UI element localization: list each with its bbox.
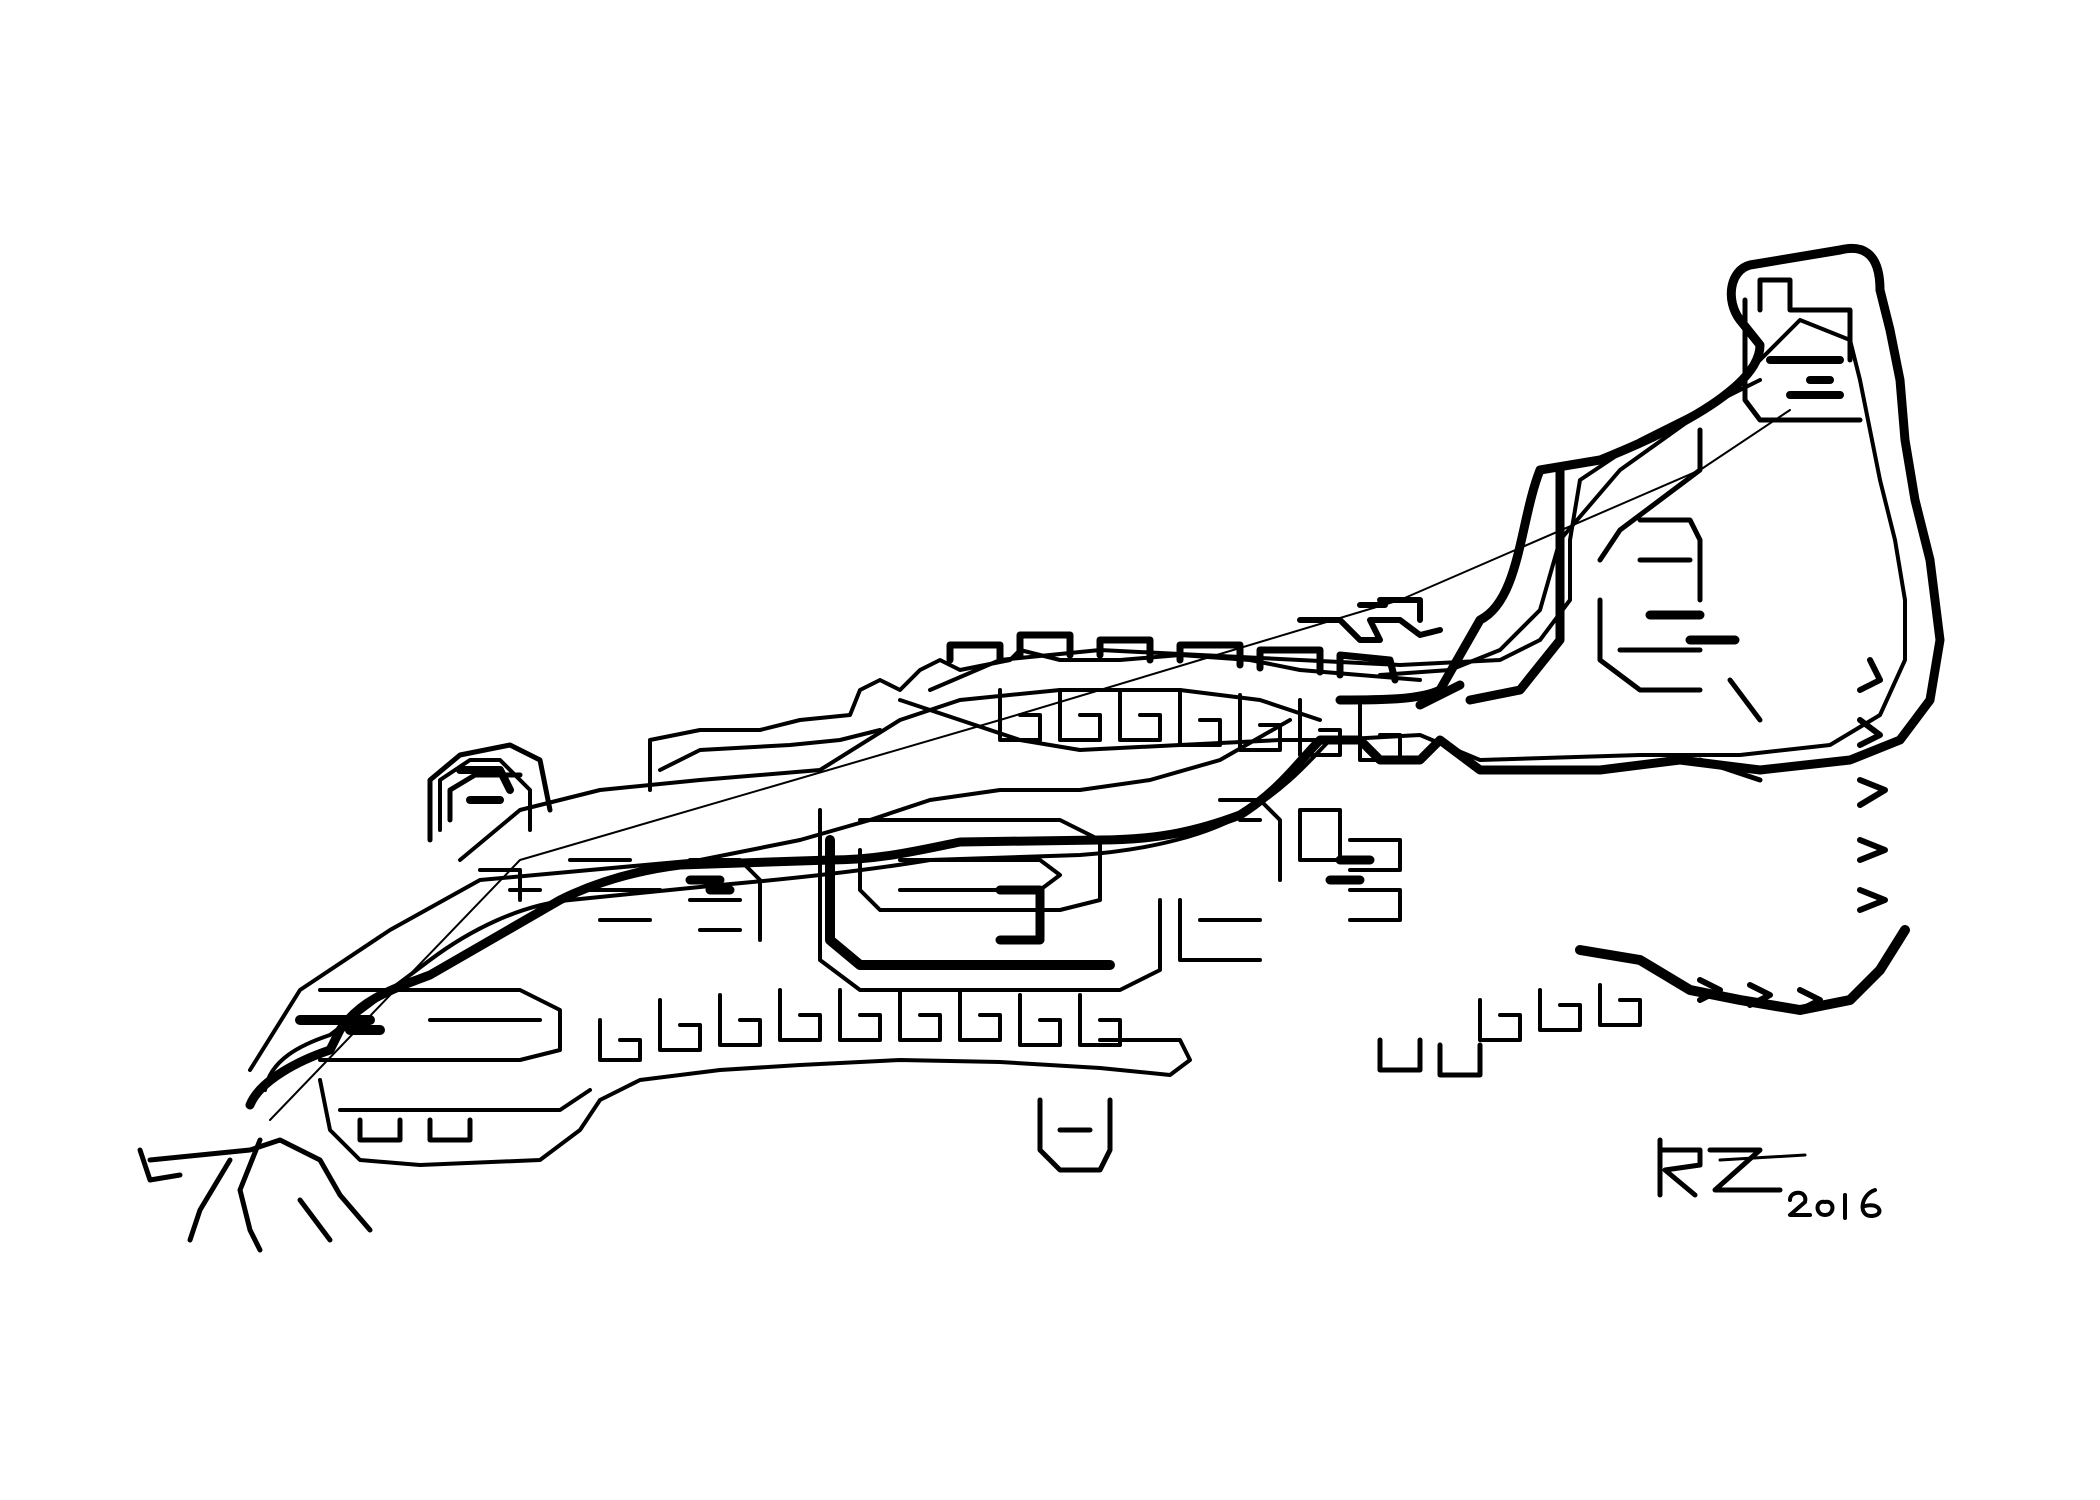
central-block <box>818 798 1402 992</box>
hull-meanders <box>598 688 1642 1062</box>
stern-fin <box>427 742 553 843</box>
hull-body <box>248 318 1907 1167</box>
artist-signature <box>1657 1137 1882 1220</box>
diagonal-hairline <box>269 409 1791 1121</box>
bow-antenna <box>137 1137 373 1253</box>
hull-outline <box>245 243 1945 1110</box>
forward-section <box>295 758 762 1062</box>
upper-deck <box>648 597 1443 792</box>
rear-tower <box>1597 277 1863 783</box>
engine-pods <box>357 1037 1483 1173</box>
side-meanders <box>1575 657 1910 1015</box>
